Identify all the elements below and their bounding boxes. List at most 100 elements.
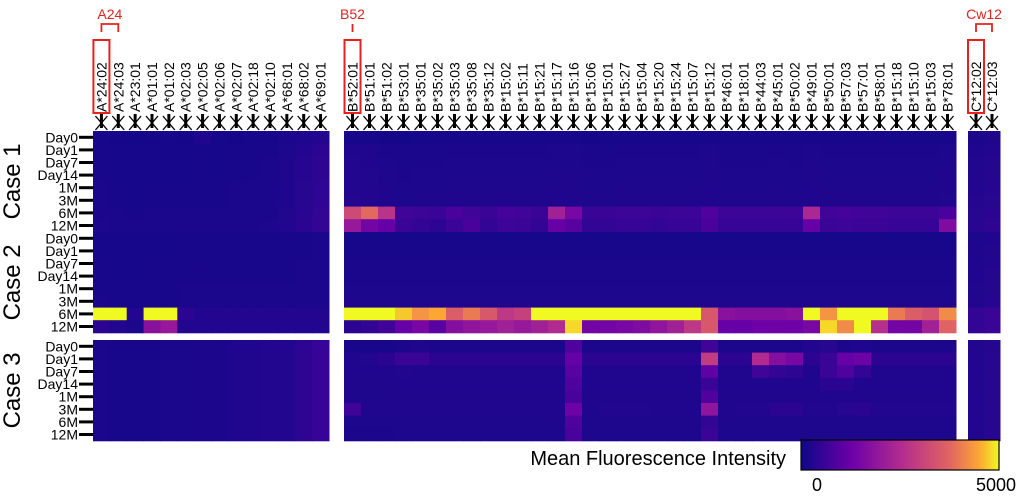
row-tick-label: Day0 bbox=[45, 338, 78, 354]
heatmap-cell bbox=[177, 295, 195, 309]
heatmap-cell bbox=[582, 340, 600, 354]
heatmap-cell bbox=[194, 181, 212, 195]
heatmap-cell bbox=[446, 295, 464, 309]
heatmap-cell bbox=[565, 365, 583, 379]
heatmap-cell bbox=[177, 131, 195, 145]
heatmap-cell bbox=[261, 295, 279, 309]
heatmap-cell bbox=[871, 168, 889, 182]
heatmap-cell bbox=[211, 340, 229, 354]
heatmap-cell bbox=[244, 131, 263, 145]
heatmap-cell bbox=[837, 194, 855, 208]
heatmap-cell bbox=[616, 244, 634, 258]
heatmap-cell bbox=[684, 282, 702, 296]
heatmap-cell bbox=[667, 168, 685, 182]
heatmap-cell bbox=[446, 143, 464, 157]
heatmap-cell bbox=[143, 390, 161, 404]
heatmap-cell bbox=[261, 168, 279, 182]
heatmap-cell bbox=[939, 403, 957, 417]
heatmap-cell bbox=[582, 269, 600, 283]
heatmap-cell bbox=[194, 168, 212, 182]
heatmap-cell bbox=[497, 219, 515, 233]
group-highlight-box bbox=[343, 39, 362, 114]
heatmap-cell bbox=[939, 168, 957, 182]
heatmap-cell bbox=[968, 168, 985, 182]
heatmap-cell bbox=[871, 269, 889, 283]
heatmap-cell bbox=[480, 295, 498, 309]
heatmap-cell bbox=[278, 282, 296, 296]
heatmap-cell bbox=[497, 403, 515, 417]
allele-label: B*15:10 bbox=[906, 62, 922, 112]
heatmap-cell bbox=[514, 307, 532, 321]
heatmap-cell bbox=[514, 403, 532, 417]
heatmap-cell bbox=[599, 257, 617, 271]
heatmap-cell bbox=[211, 269, 229, 283]
heatmap-cell bbox=[667, 415, 685, 429]
heatmap-cell bbox=[227, 365, 246, 379]
row-tick-label: 12M bbox=[51, 427, 78, 443]
column-x-marker bbox=[128, 115, 142, 131]
heatmap-cell bbox=[939, 219, 957, 233]
heatmap-cell bbox=[599, 206, 617, 220]
allele-label: B*15:06 bbox=[583, 62, 599, 112]
heatmap-cell bbox=[922, 428, 940, 442]
heatmap-cell bbox=[244, 390, 263, 404]
heatmap-cell bbox=[984, 232, 1001, 246]
heatmap-cell bbox=[684, 143, 702, 157]
heatmap-cell bbox=[261, 131, 279, 145]
allele-label: B*46:01 bbox=[719, 62, 735, 112]
heatmap-cell bbox=[548, 156, 566, 170]
heatmap-cell bbox=[735, 244, 753, 258]
heatmap-cell bbox=[599, 295, 617, 309]
heatmap-cell bbox=[261, 232, 279, 246]
heatmap-cell bbox=[295, 143, 313, 157]
heatmap-cell bbox=[718, 307, 736, 321]
heatmap-cell bbox=[227, 352, 246, 366]
heatmap-cell bbox=[837, 390, 855, 404]
heatmap-cell bbox=[160, 295, 178, 309]
column-x-marker bbox=[941, 115, 954, 131]
heatmap-cell bbox=[888, 131, 906, 145]
heatmap-cell bbox=[361, 377, 379, 391]
heatmap-cell bbox=[871, 377, 889, 391]
heatmap-cell bbox=[769, 156, 787, 170]
heatmap-cell bbox=[194, 390, 212, 404]
heatmap-cell bbox=[227, 156, 246, 170]
heatmap-cell bbox=[497, 428, 515, 442]
heatmap-cell bbox=[412, 377, 430, 391]
heatmap-cell bbox=[599, 244, 617, 258]
heatmap-cell bbox=[871, 194, 889, 208]
heatmap-cell bbox=[888, 181, 906, 195]
column-x-marker bbox=[839, 115, 852, 131]
heatmap-cell bbox=[295, 194, 313, 208]
heatmap-cell bbox=[514, 156, 532, 170]
heatmap-cell bbox=[905, 295, 923, 309]
heatmap-cell bbox=[126, 257, 145, 271]
heatmap-cell bbox=[616, 168, 634, 182]
heatmap-cell bbox=[548, 257, 566, 271]
heatmap-cell bbox=[160, 282, 178, 296]
heatmap-cell bbox=[820, 232, 838, 246]
heatmap-cell bbox=[93, 428, 111, 442]
column-x-marker bbox=[346, 115, 359, 131]
heatmap-cell bbox=[718, 168, 736, 182]
heatmap-cell bbox=[769, 168, 787, 182]
column-x-marker bbox=[686, 115, 699, 131]
heatmap-cell bbox=[143, 194, 161, 208]
heatmap-cell bbox=[295, 295, 313, 309]
column-x-marker bbox=[754, 115, 767, 131]
heatmap-cell bbox=[395, 352, 413, 366]
heatmap-cell bbox=[211, 143, 229, 157]
heatmap-cell bbox=[412, 206, 430, 220]
heatmap-cell bbox=[565, 390, 583, 404]
heatmap-cell bbox=[786, 295, 804, 309]
heatmap-cell bbox=[820, 168, 838, 182]
heatmap-cell bbox=[514, 206, 532, 220]
heatmap-cell bbox=[803, 219, 821, 233]
heatmap-cell bbox=[278, 269, 296, 283]
heatmap-cell bbox=[177, 143, 195, 157]
heatmap-cell bbox=[278, 295, 296, 309]
heatmap-cell bbox=[93, 340, 111, 354]
heatmap-cell bbox=[599, 365, 617, 379]
heatmap-cell bbox=[548, 232, 566, 246]
heatmap-cell bbox=[565, 295, 583, 309]
